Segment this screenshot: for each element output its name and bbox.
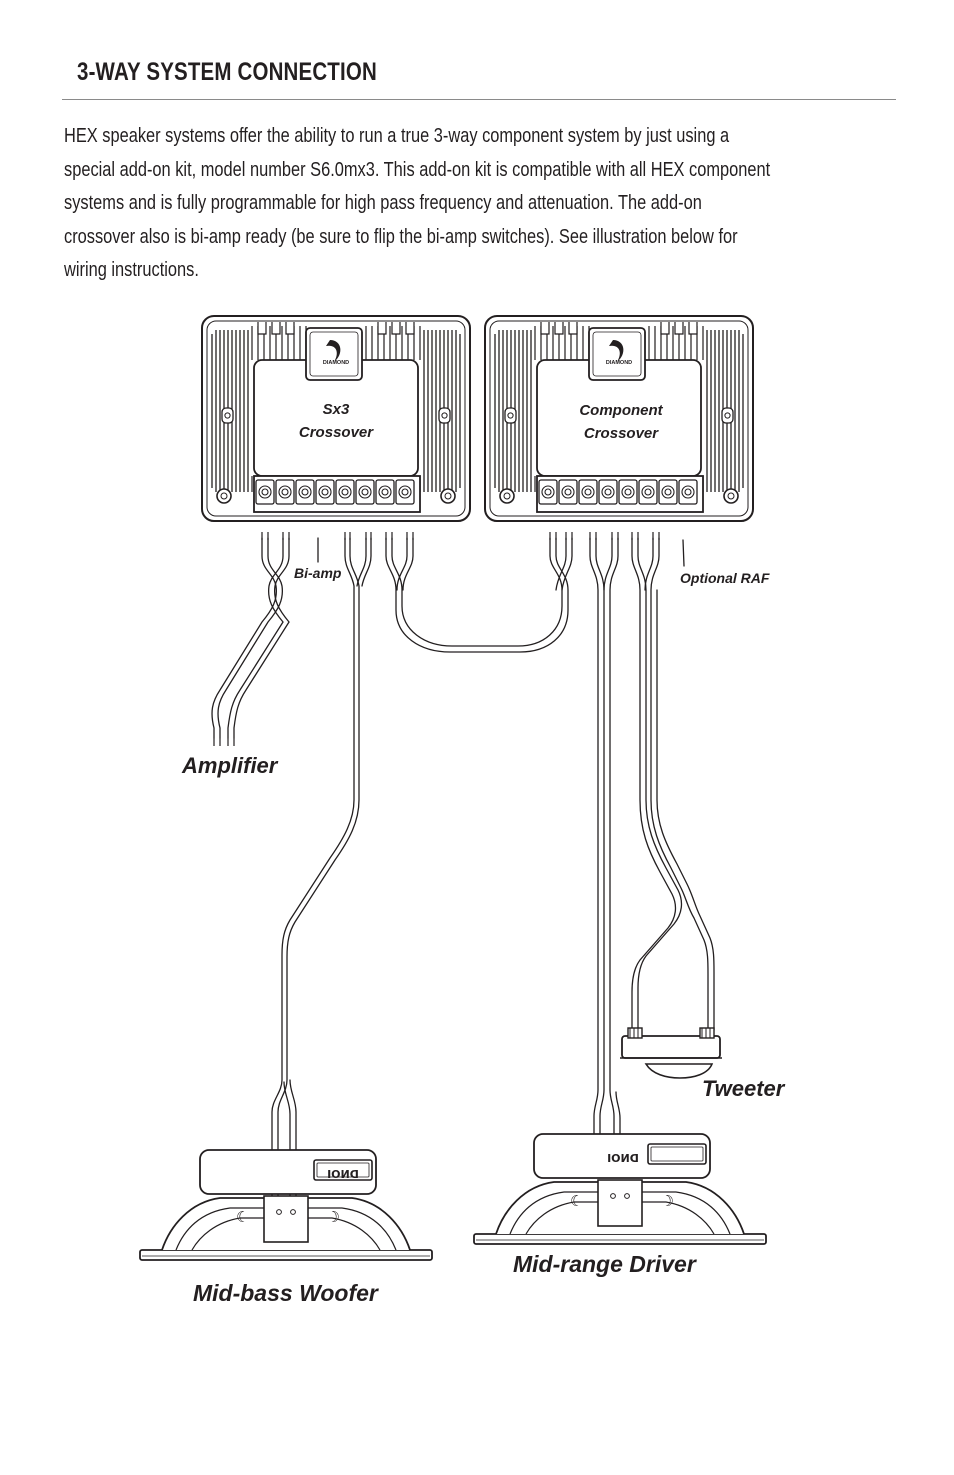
midrange-badge: DNOI [607, 1152, 639, 1165]
amplifier-label: Amplifier [181, 753, 279, 778]
midrange-driver-icon [473, 1133, 767, 1245]
midbass-badge: DNOI [327, 1168, 359, 1181]
tweeter-icon [620, 1027, 722, 1079]
midrange-label: Mid-range Driver [513, 1251, 697, 1277]
speaker-wires [211, 537, 715, 1201]
optional-raf-label: Optional RAF [680, 570, 770, 586]
midbass-woofer-icon [139, 1149, 433, 1261]
intro-line: crossover also is bi-amp ready (be sure … [64, 225, 738, 248]
intro-line: HEX speaker systems offer the ability to… [64, 125, 730, 147]
biamp-label: Bi-amp [294, 565, 342, 581]
title-divider [62, 99, 896, 100]
intro-line: wiring instructions. [64, 259, 199, 281]
component-crossover-label: Crossover [584, 425, 659, 442]
intro-line: special add-on kit, model number S6.0mx3… [64, 158, 771, 181]
intro-line: systems and is fully programmable for hi… [64, 192, 702, 214]
page-title: 3-WAY SYSTEM CONNECTION [77, 58, 377, 86]
sx3-label: Sx3 [323, 401, 350, 418]
tweeter-label: Tweeter [702, 1076, 786, 1101]
midbass-label: Mid-bass Woofer [193, 1280, 379, 1306]
sx3-crossover-label: Crossover [299, 424, 374, 441]
wire-tips [213, 532, 660, 746]
component-label: Component [579, 402, 663, 419]
intro-paragraph: HEX speaker systems offer the ability to… [64, 120, 892, 288]
diamond-logo-right: DIAMOND [606, 360, 632, 366]
sx3-crossover [201, 315, 471, 522]
diamond-logo-left: DIAMOND [323, 360, 349, 366]
